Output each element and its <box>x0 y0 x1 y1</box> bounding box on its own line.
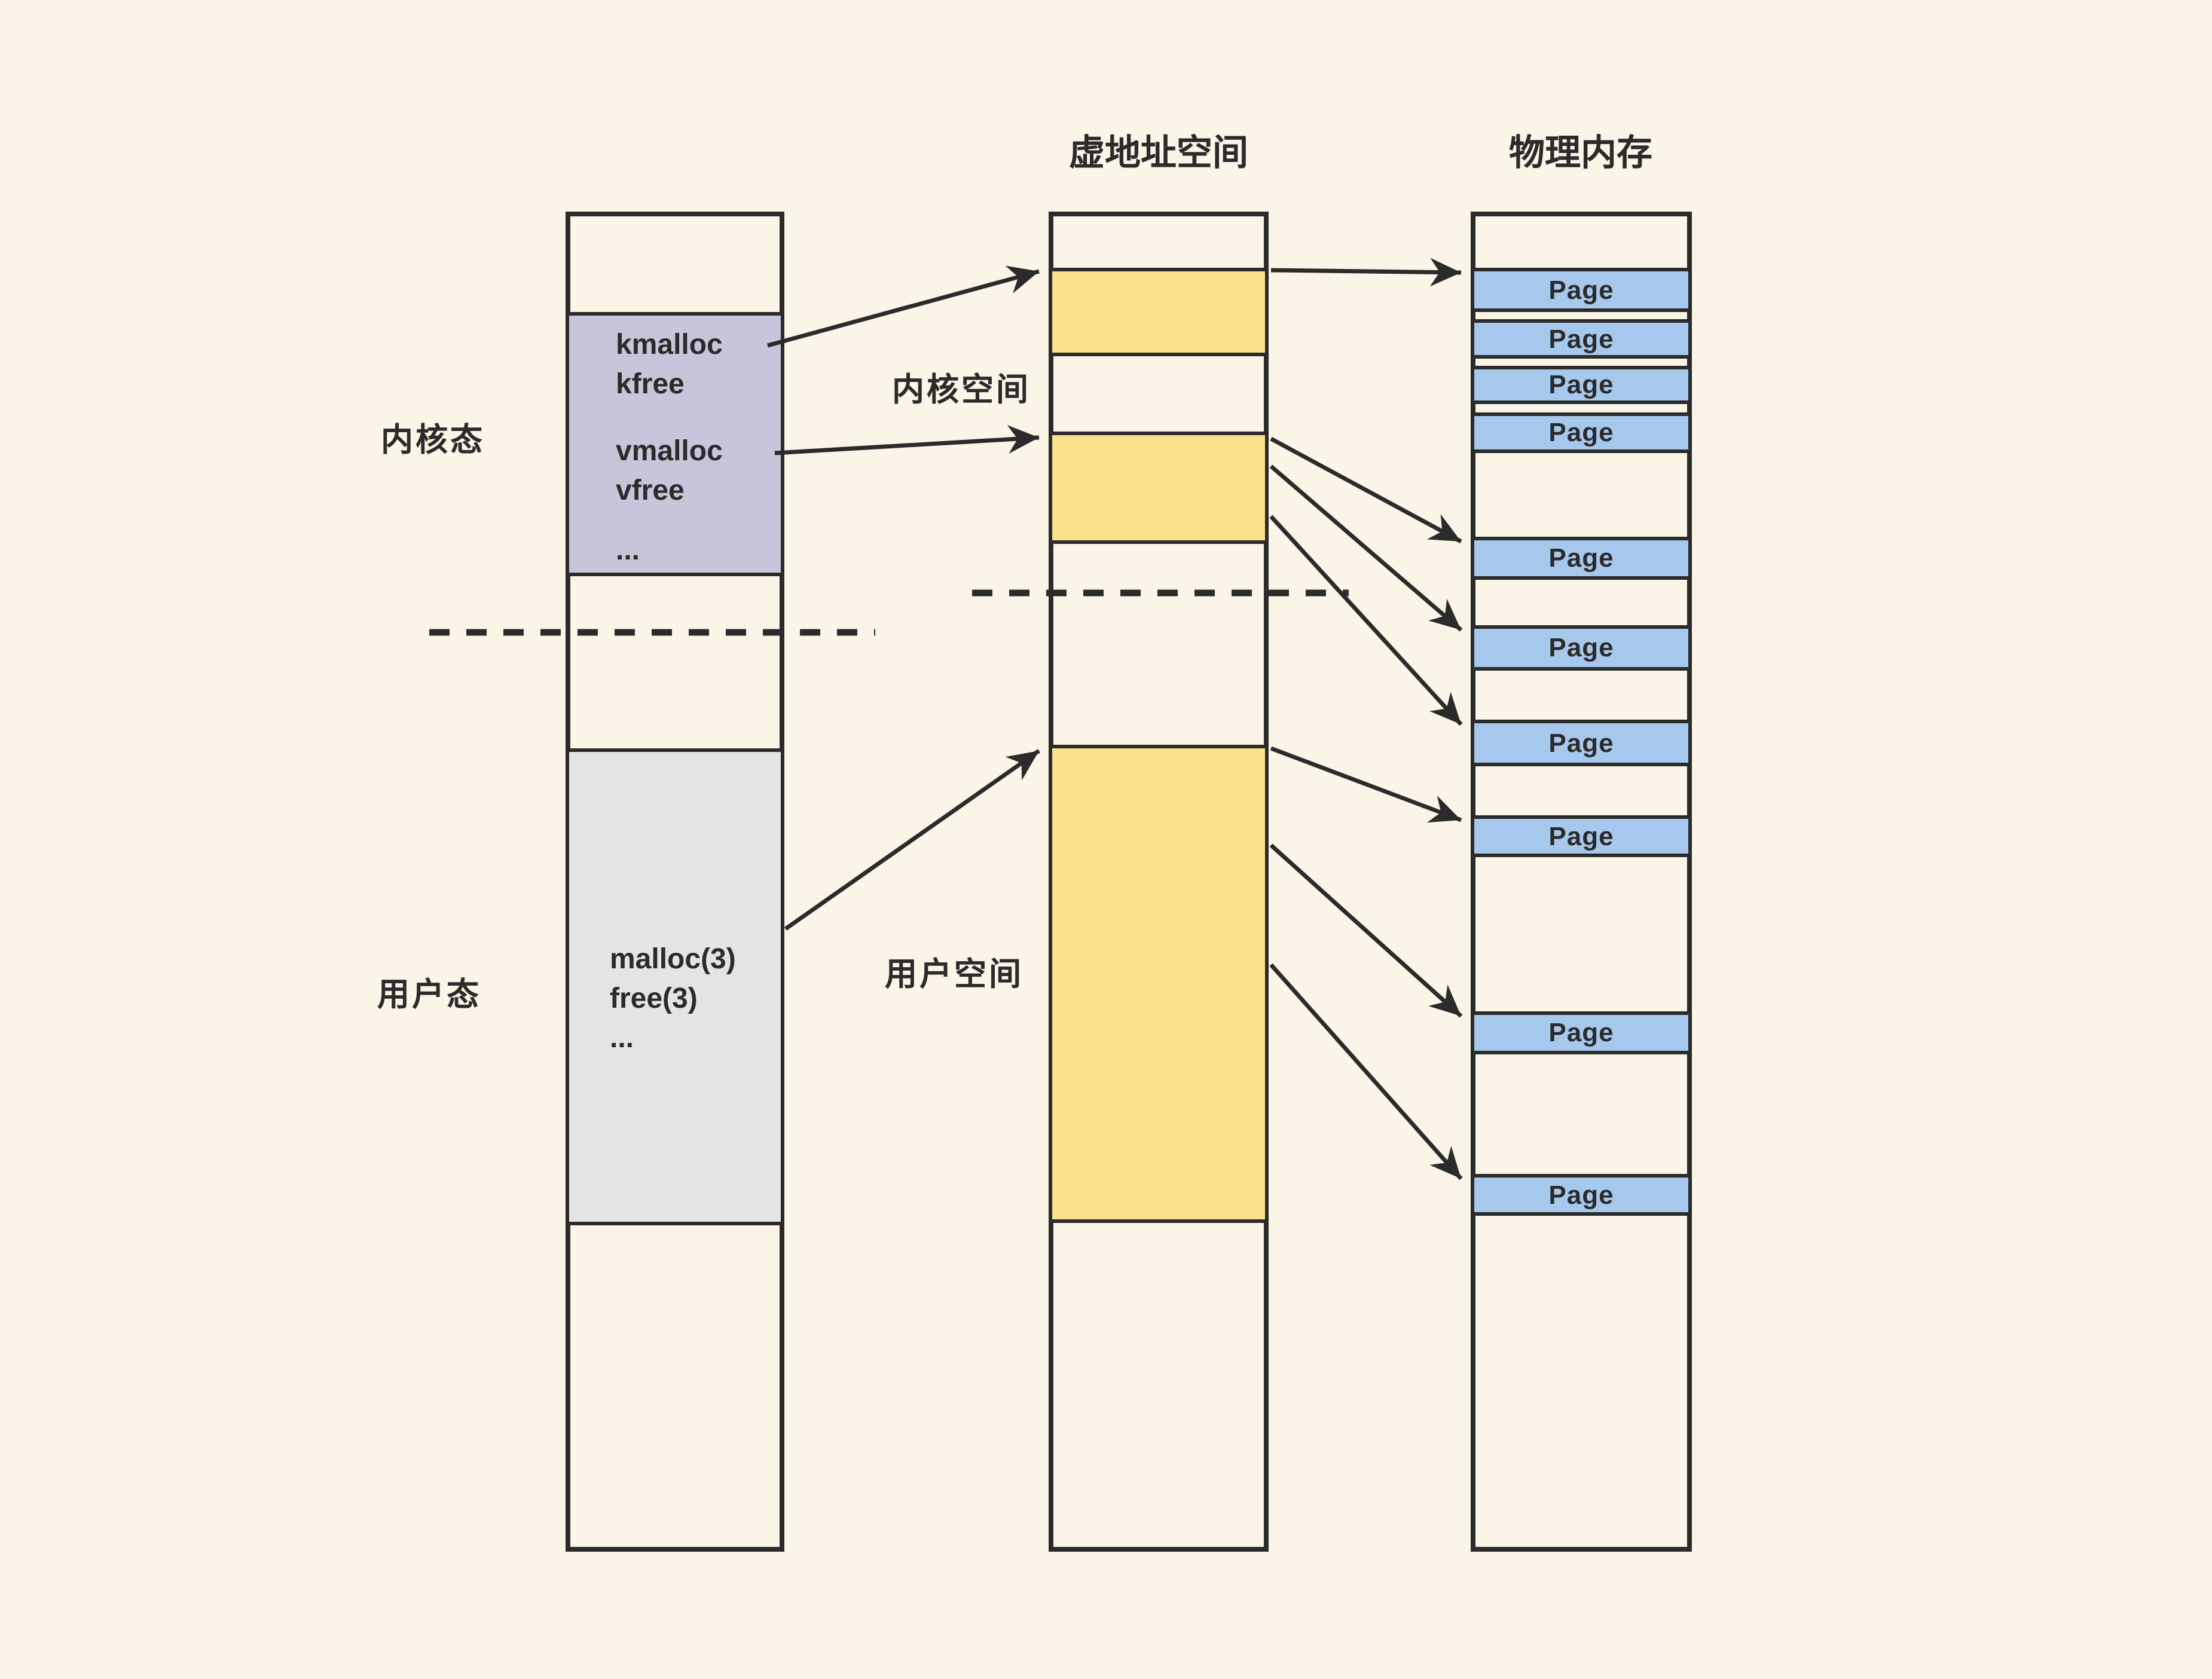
virtual-address-space-title: 虚地址空间 <box>1069 134 1248 173</box>
kernel-mode-label: 内核态 <box>381 422 485 458</box>
malloc-label: malloc(3) <box>610 943 736 975</box>
kfree-label: kfree <box>616 368 685 400</box>
arrow-region1-to-page1 <box>1270 258 1462 287</box>
vmalloc-label: vmalloc <box>616 435 723 467</box>
page-frame-5: Page <box>1471 537 1692 580</box>
page-frame-1: Page <box>1471 268 1692 312</box>
arrow-region2-to-page7 <box>1269 515 1463 726</box>
user-space-label: 用户空间 <box>885 956 1023 992</box>
user-api-box <box>566 748 784 1225</box>
physical-memory-column <box>1471 212 1692 1552</box>
user-mode-label: 用户态 <box>377 977 481 1013</box>
arrow-region2-to-page6 <box>1269 464 1463 632</box>
arrow-user-region-to-page8 <box>1270 746 1462 823</box>
arrow-malloc-to-user-region <box>784 749 1041 931</box>
kernel-ellipsis: ... <box>616 534 640 567</box>
spacer <box>616 510 723 531</box>
page-frame-9: Page <box>1471 1011 1692 1054</box>
arrow-user-region-to-page9 <box>1269 843 1463 1018</box>
user-mapped-region <box>1049 745 1269 1223</box>
kernel-mapped-region-1 <box>1049 268 1269 356</box>
kernel-space-label: 内核空间 <box>892 372 1031 408</box>
kernel-mapped-region-2 <box>1049 432 1269 544</box>
kmalloc-label: kmalloc <box>616 329 723 361</box>
page-frame-4: Page <box>1471 412 1692 453</box>
user-api-text: malloc(3) free(3) ... <box>610 940 736 1058</box>
page-frame-8: Page <box>1471 815 1692 857</box>
physical-memory-title: 物理内存 <box>1509 134 1652 173</box>
page-frame-6: Page <box>1471 625 1692 671</box>
free-label: free(3) <box>610 983 698 1015</box>
page-frame-2: Page <box>1471 319 1692 359</box>
page-frame-10: Page <box>1471 1174 1692 1216</box>
page-frame-7: Page <box>1471 720 1692 766</box>
spacer <box>616 404 723 432</box>
kernel-api-text: kmalloc kfree vmalloc vfree ... <box>616 325 723 570</box>
arrow-user-region-to-page10 <box>1269 963 1463 1181</box>
page-frame-3: Page <box>1471 366 1692 404</box>
arrow-kmalloc-to-kernel-region1 <box>767 265 1040 348</box>
user-ellipsis: ... <box>610 1022 634 1054</box>
kernel-api-box <box>566 312 784 576</box>
arrow-region2-to-page5 <box>1270 436 1462 544</box>
vfree-label: vfree <box>616 475 685 507</box>
arrow-vmalloc-to-kernel-region2 <box>774 425 1040 455</box>
